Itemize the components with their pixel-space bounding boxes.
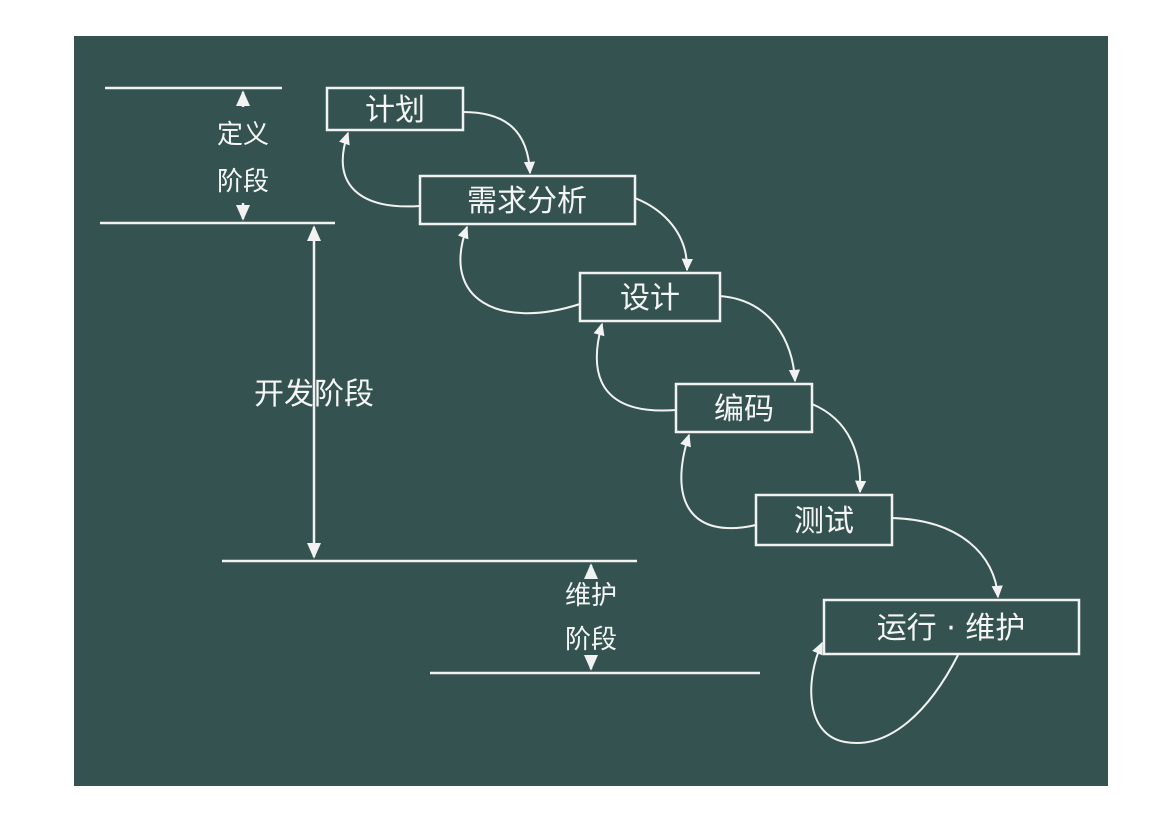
step-operation: 运行 · 维护 [822, 598, 1081, 656]
step-coding-label: 编码 [714, 392, 774, 427]
arrow-coding-to-testing [811, 403, 867, 494]
phase-definition-line1: 定义 [217, 120, 269, 150]
feedback-requirements-to-plan [339, 131, 421, 208]
phase-maintenance-line1: 维护 [565, 581, 617, 611]
step-plan: 计划 [325, 86, 465, 132]
arrow-requirements-to-design [634, 197, 693, 272]
step-requirements-label: 需求分析 [467, 184, 587, 219]
phase-definition-line2: 阶段 [217, 167, 269, 197]
feedback-coding-to-design [593, 322, 677, 412]
step-design-label: 设计 [620, 281, 680, 316]
feedback-testing-to-coding [680, 433, 757, 530]
step-testing-label: 测试 [794, 504, 854, 539]
step-requirements: 需求分析 [418, 174, 637, 226]
step-plan-label: 计划 [365, 93, 425, 128]
step-operation-label: 运行 · 维护 [877, 611, 1026, 646]
step-operation-box [822, 598, 1081, 656]
arrow-plan-to-requirements [462, 111, 536, 175]
step-coding: 编码 [674, 382, 814, 434]
feedback-operation-loop [810, 641, 959, 745]
step-testing: 测试 [754, 493, 894, 547]
feedback-design-to-requirements [457, 225, 581, 315]
step-testing-box [754, 493, 894, 547]
step-coding-box [674, 382, 814, 434]
arrow-testing-to-operation [891, 517, 1003, 599]
step-plan-box [325, 86, 465, 132]
step-design: 设计 [578, 271, 722, 323]
phase-development-label: 开发阶段 [254, 377, 374, 412]
arrow-design-to-coding [719, 295, 801, 383]
phase-maintenance-line2: 阶段 [565, 625, 617, 655]
step-requirements-box [418, 174, 637, 226]
